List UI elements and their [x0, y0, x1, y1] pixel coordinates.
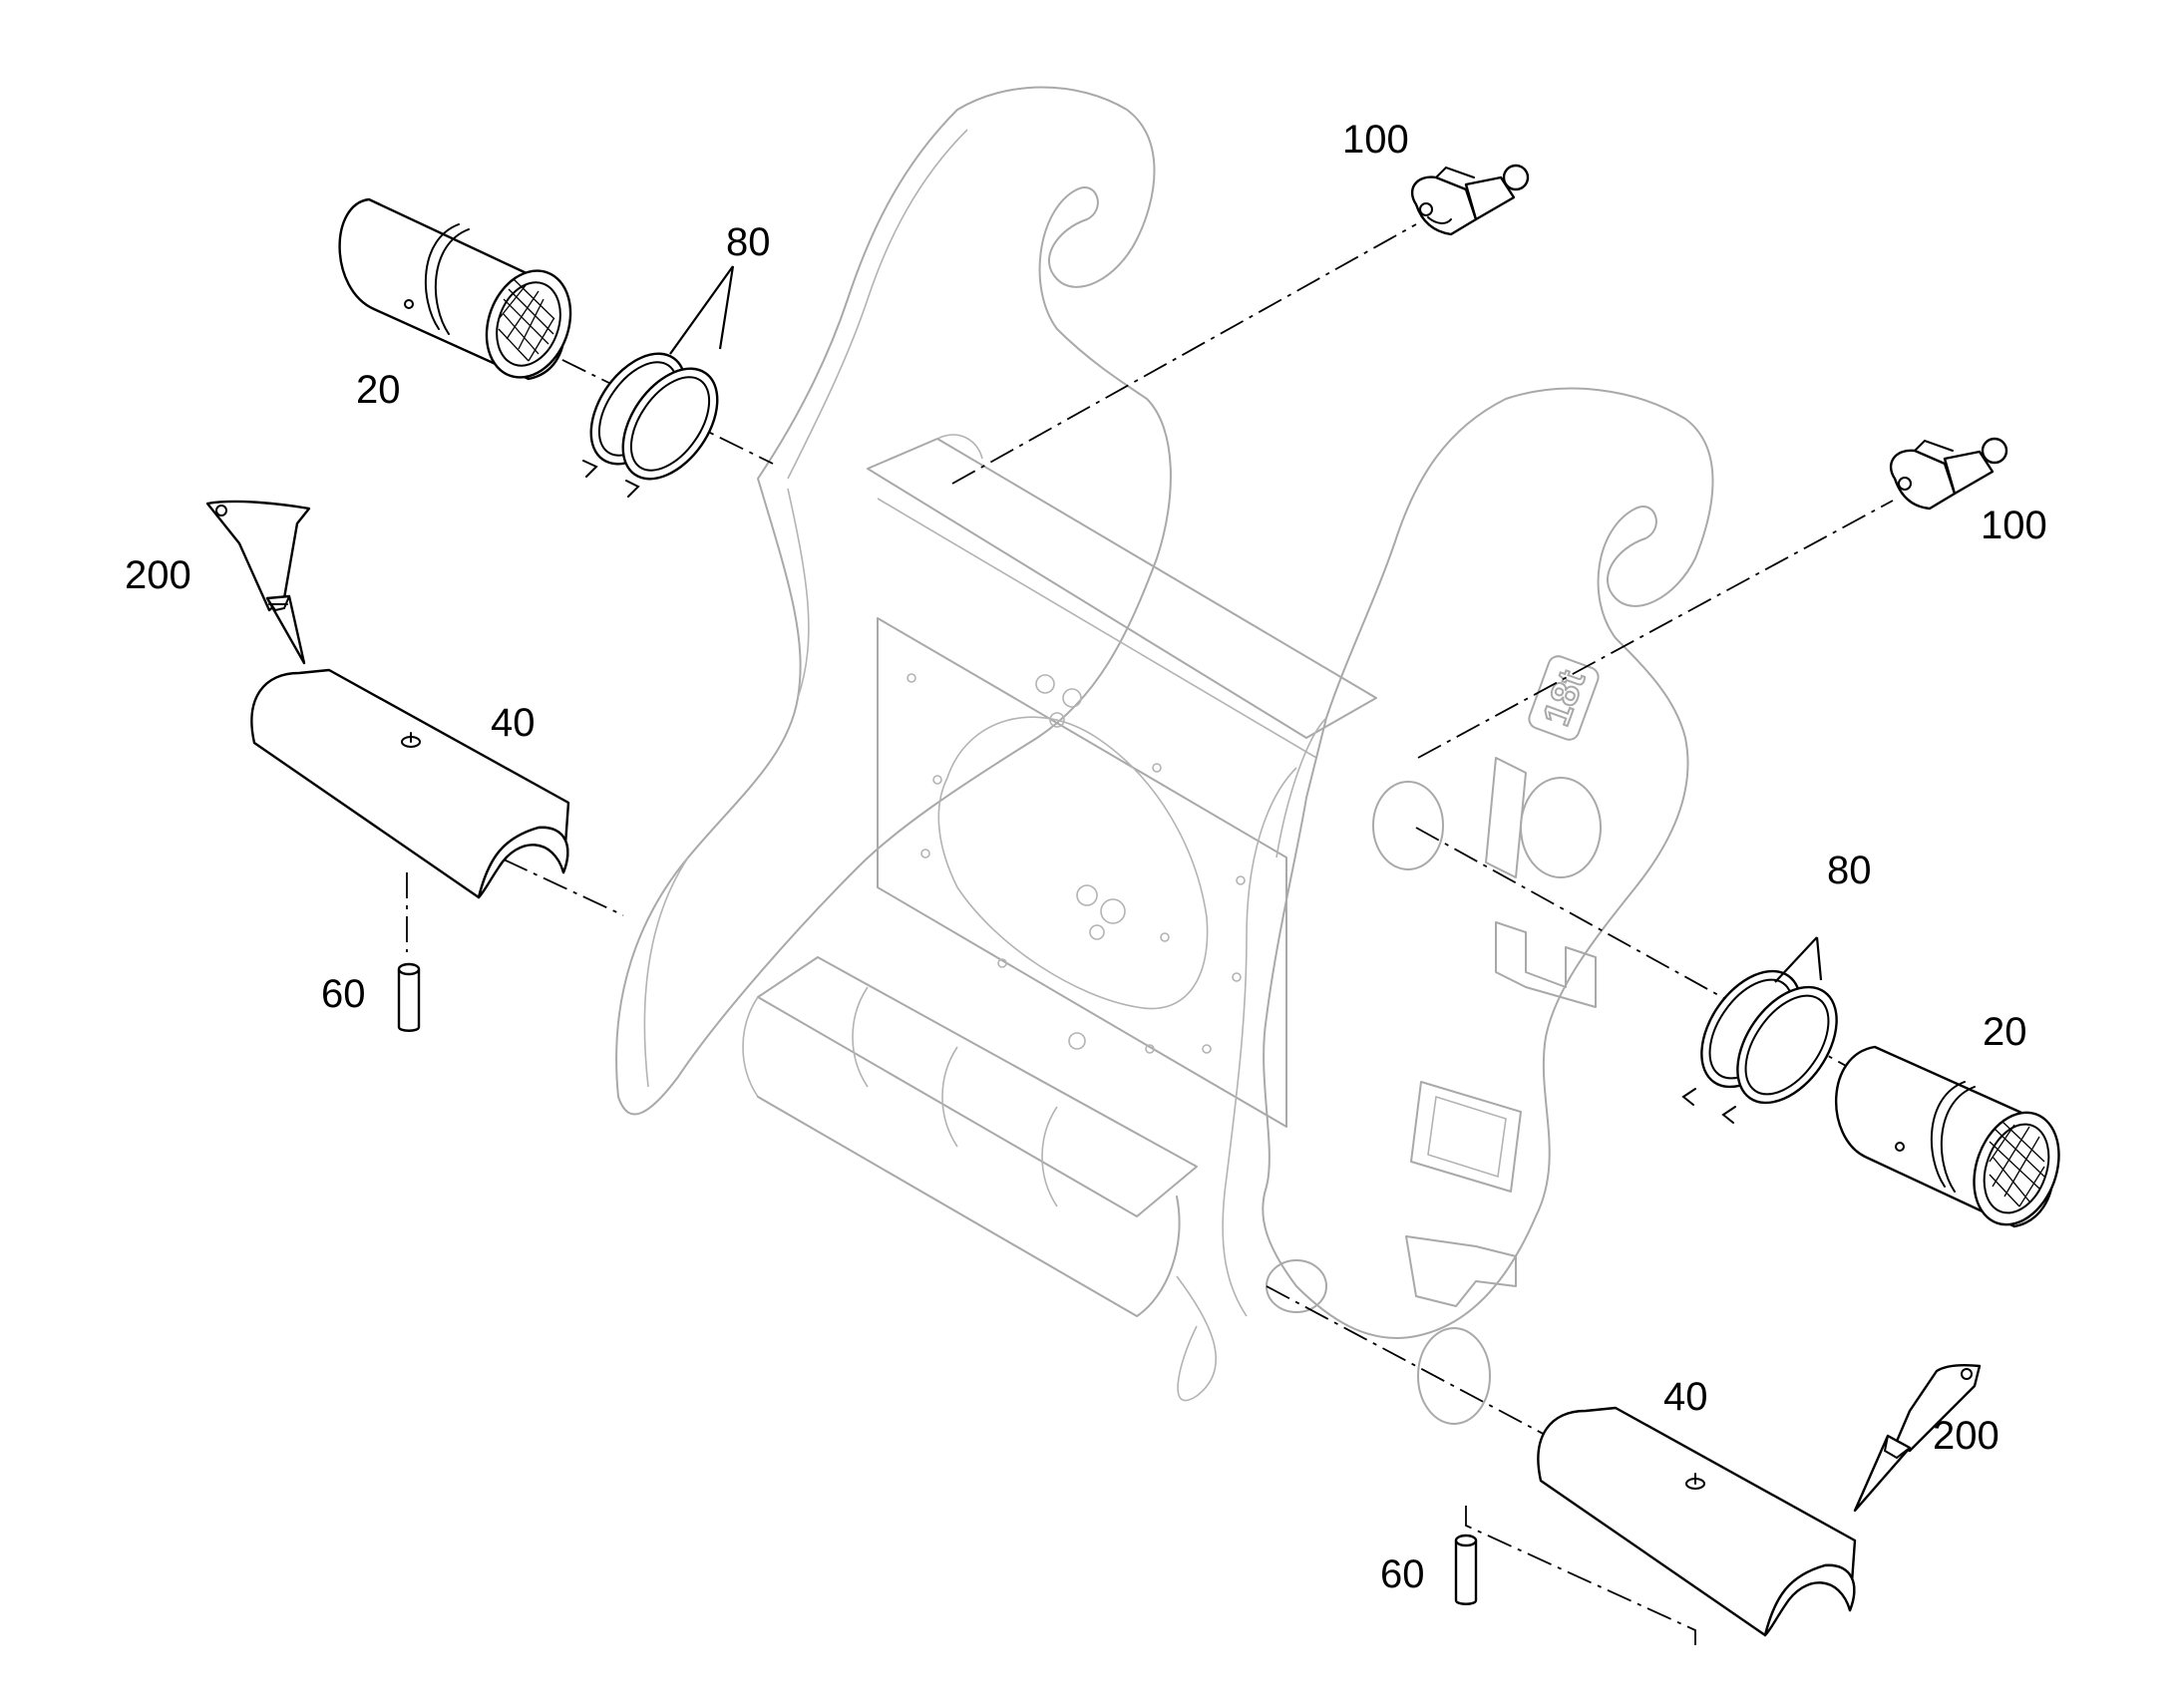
bottom-shaft-rings — [742, 986, 1138, 1317]
callout-80-top: 80 — [726, 220, 771, 264]
bottom-shaft-body — [757, 1096, 1181, 1317]
grease-nipple-top — [1410, 164, 1530, 236]
right-plate-slot-a — [1485, 757, 1527, 878]
right-plate-u-bracket — [1495, 921, 1597, 1008]
ring-pair-top — [582, 265, 735, 498]
callout-100-top: 100 — [1342, 118, 1409, 162]
right-plate-bore — [1372, 781, 1444, 870]
callout-80-right: 80 — [1827, 849, 1872, 892]
right-plate-inner-edge — [1222, 767, 1297, 1317]
grease-nipple-right — [1889, 437, 2008, 511]
half-shell-right — [1537, 1406, 1857, 1637]
callout-200-left: 200 — [125, 553, 191, 597]
adhesive-tube-left — [205, 500, 311, 665]
bushing-right — [1835, 1045, 2060, 1228]
bottom-cross-shaft — [757, 956, 1198, 1217]
callout-60-right: 60 — [1380, 1552, 1425, 1596]
center-back-plate — [877, 617, 1287, 1128]
bushing-top-left — [338, 197, 572, 381]
right-side-plate — [1262, 387, 1714, 1339]
callout-40-right: 40 — [1663, 1375, 1708, 1419]
right-plate-lower-bracket — [1405, 1235, 1517, 1307]
top-cross-tube-edge — [877, 434, 1317, 759]
pin-left — [397, 962, 421, 1032]
callout-20-right: 20 — [1983, 1010, 2027, 1054]
ring-pair-right — [1681, 936, 1838, 1124]
coupler-frame: 18t — [615, 86, 1714, 1425]
callout-labels: 100 80 20 200 40 60 100 80 20 40 200 60 — [125, 118, 2047, 1596]
center-cutout — [937, 716, 1209, 1010]
right-plate-hole-b — [1520, 777, 1602, 878]
callout-60-left: 60 — [321, 972, 366, 1016]
left-plate-inner-edge — [787, 129, 968, 480]
back-plate-holes — [907, 673, 1246, 1054]
right-plate-lower-bore — [1417, 1327, 1491, 1425]
left-side-plate — [615, 86, 1172, 1116]
half-shell-left — [250, 668, 570, 899]
callout-20-top: 20 — [356, 368, 401, 412]
callout-40-left: 40 — [491, 701, 536, 745]
top-cross-tube — [867, 438, 1377, 739]
adhesive-tube-right — [1853, 1364, 1982, 1513]
callout-100-right: 100 — [1981, 504, 2047, 547]
callout-200-right: 200 — [1933, 1414, 1999, 1458]
right-plate-window-inner — [1427, 1095, 1507, 1179]
assembly-centerlines — [406, 223, 1894, 1645]
tonnage-stamp: 18t — [1528, 655, 1600, 741]
pin-right — [1454, 1534, 1478, 1605]
right-plate-outer-edge — [1176, 717, 1327, 1402]
left-plate-front-edge — [643, 488, 810, 1088]
right-plate-window — [1410, 1081, 1522, 1193]
